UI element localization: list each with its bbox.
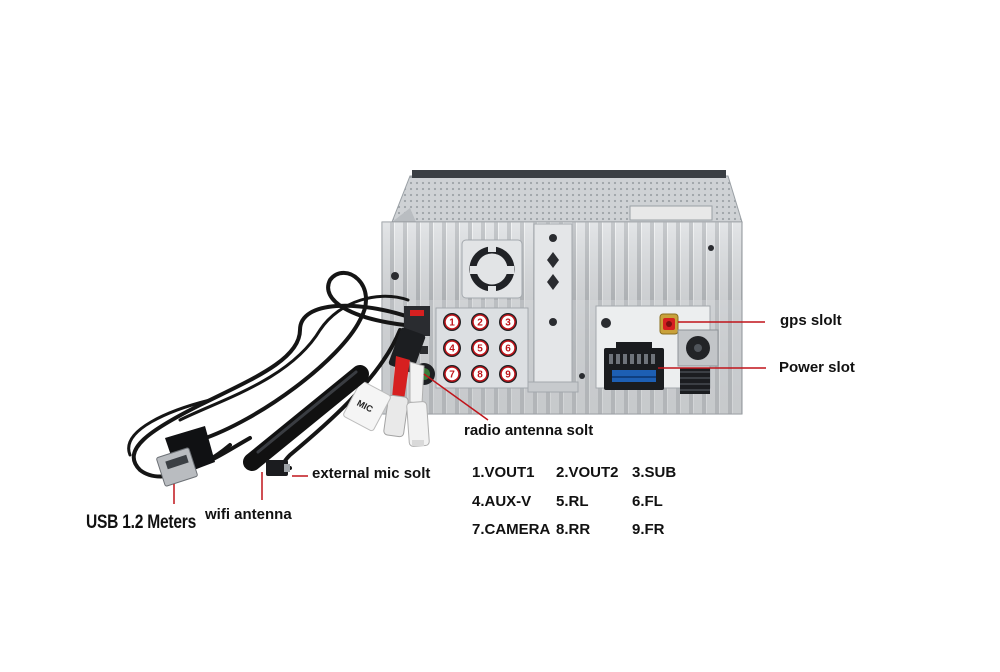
mic-plug	[266, 460, 290, 476]
legend-item: 1.VOUT1	[472, 464, 535, 481]
gps-slot-label: gps slolt	[780, 312, 842, 329]
rca-pin-label: 9	[505, 370, 511, 381]
rca-pin-label: 1	[449, 318, 455, 329]
power-connector	[604, 342, 664, 390]
legend-item: 4.AUX-V	[472, 493, 532, 510]
leader-lines	[173, 321, 766, 504]
radio-antenna-label: radio antenna solt	[464, 422, 594, 439]
center-rail	[527, 223, 585, 393]
aux-ports	[677, 329, 719, 394]
power-slot-label: Power slot	[779, 359, 855, 376]
rca-pin-label: 2	[477, 318, 483, 329]
legend-item: 6.FL	[632, 493, 663, 510]
wifi-antenna-label: wifi antenna	[205, 506, 292, 523]
external-mic-label: external mic solt	[312, 465, 431, 482]
rca-pin-label: 7	[449, 370, 455, 381]
rca-pin-9: 9	[499, 365, 517, 383]
rca-pin-8: 8	[471, 365, 489, 383]
wifi-antenna	[243, 365, 369, 471]
vent-hole	[461, 239, 523, 299]
rca-block: 1 2 3 4 5 6 7 8 9	[435, 307, 529, 389]
rca-pin-3: 3	[499, 313, 517, 331]
rca-pin-2: 2	[471, 313, 489, 331]
chassis-top	[391, 170, 743, 223]
rca-pin-label: 4	[449, 344, 455, 355]
rca-pin-label: 3	[505, 318, 511, 329]
legend-item: 3.SUB	[632, 464, 677, 481]
usb-label: USB 1.2 Meters	[86, 512, 196, 533]
legend-item: 9.FR	[632, 521, 665, 538]
legend-item: 7.CAMERA	[472, 521, 551, 538]
legend-item: 2.VOUT2	[556, 464, 619, 481]
rca-pin-label: 8	[477, 370, 483, 381]
legend-item: 8.RR	[556, 521, 591, 538]
usb-connector	[156, 426, 215, 487]
rca-plugs	[383, 356, 430, 447]
rca-pin-1: 1	[443, 313, 461, 331]
rca-pin-label: 5	[477, 344, 483, 355]
mic-tag	[343, 380, 391, 432]
rca-pin-4: 4	[443, 339, 461, 357]
gps-connector	[659, 313, 679, 335]
rca-pin-7: 7	[443, 365, 461, 383]
screw-hole	[601, 318, 611, 328]
legend-item: 5.RL	[556, 493, 589, 510]
rca-pin-6: 6	[499, 339, 517, 357]
rca-pin-label: 6	[505, 344, 511, 355]
rca-pin-5: 5	[471, 339, 489, 357]
